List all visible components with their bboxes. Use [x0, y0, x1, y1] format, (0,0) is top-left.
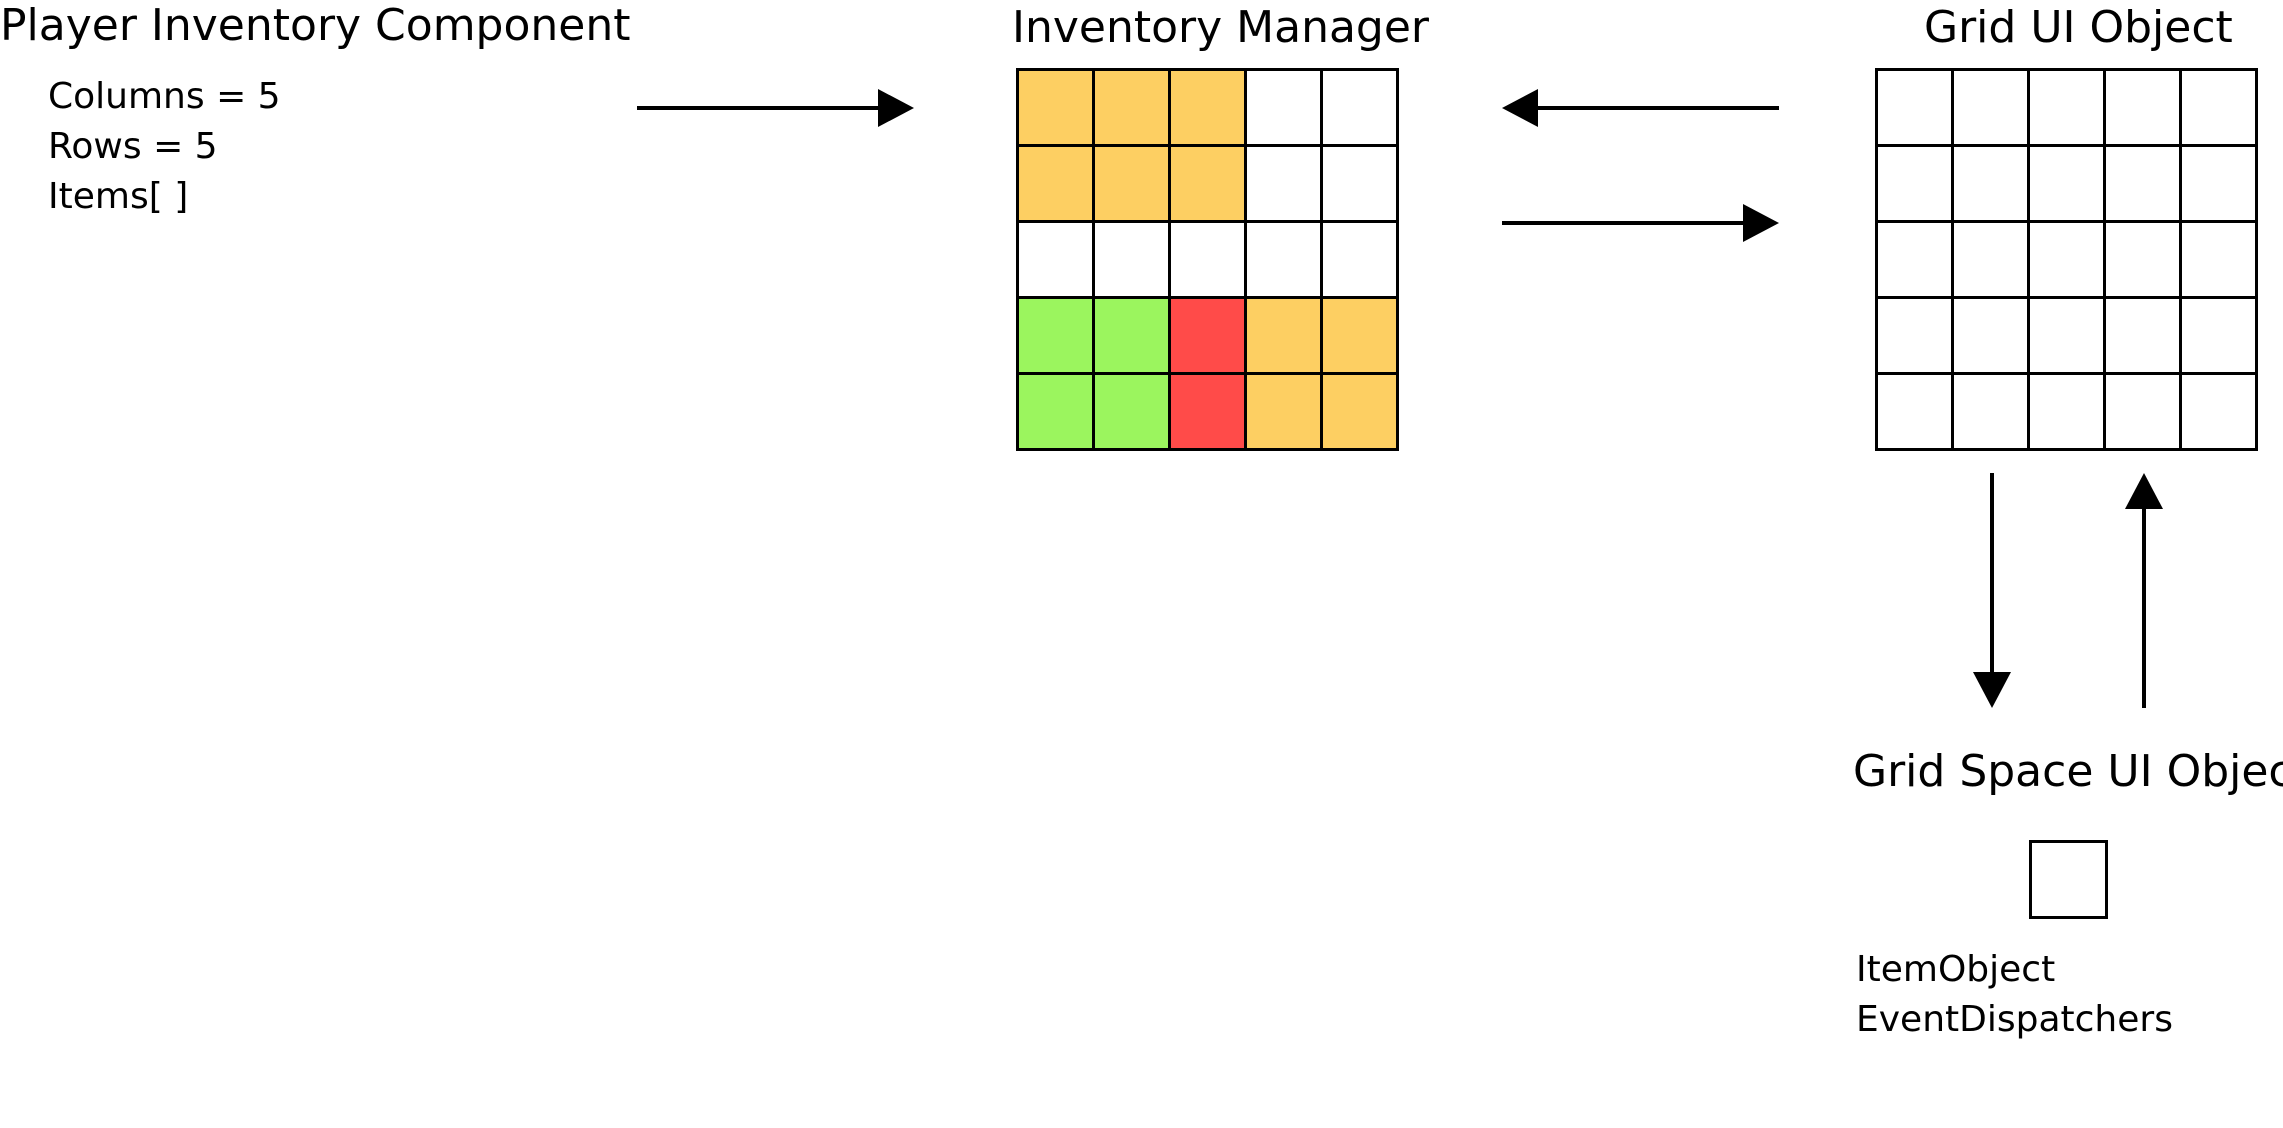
- grid-ui-slot-cell: [1954, 223, 2030, 299]
- inventory-slot-cell: [1095, 223, 1171, 299]
- grid-ui-slot-cell: [1878, 147, 1954, 223]
- inventory-slot-cell: [1019, 71, 1095, 147]
- inventory-slot-cell: [1095, 147, 1171, 223]
- grid-ui-slot-cell: [2030, 299, 2106, 375]
- inventory-slot-cell: [1095, 299, 1171, 375]
- inventory-slot-cell: [1323, 375, 1399, 451]
- inventory-slot-cell: [1323, 147, 1399, 223]
- grid-ui-slot-cell: [2106, 223, 2182, 299]
- inventory-slot-cell: [1019, 147, 1095, 223]
- arrow-player-to-manager: [637, 89, 914, 127]
- inventory-slot-cell: [1019, 223, 1095, 299]
- grid-ui-slot-cell: [2106, 375, 2182, 451]
- grid-ui-slot-cell: [1954, 375, 2030, 451]
- grid-ui-slot-cell: [2182, 71, 2258, 147]
- grid-ui-slot-cell: [2030, 223, 2106, 299]
- player-inventory-component-title: Player Inventory Component: [0, 0, 631, 51]
- arrow-grid-space-to-grid-ui: [2125, 473, 2163, 708]
- grid-ui-object-grid: [1875, 68, 2258, 451]
- grid-ui-slot-cell: [2182, 147, 2258, 223]
- inventory-slot-cell: [1171, 375, 1247, 451]
- grid-ui-slot-cell: [1954, 147, 2030, 223]
- inventory-slot-cell: [1247, 223, 1323, 299]
- columns-property: Columns = 5: [48, 76, 281, 117]
- inventory-slot-cell: [1323, 223, 1399, 299]
- grid-ui-slot-cell: [1954, 299, 2030, 375]
- inventory-slot-cell: [1247, 147, 1323, 223]
- item-object-property: ItemObject: [1856, 949, 2056, 990]
- inventory-manager-title: Inventory Manager: [1012, 2, 1430, 53]
- grid-ui-slot-cell: [2182, 299, 2258, 375]
- items-property: Items[ ]: [48, 176, 189, 217]
- arrow-grid-ui-to-grid-space: [1973, 473, 2011, 708]
- inventory-manager-grid: [1016, 68, 1399, 451]
- grid-ui-slot-cell: [1954, 71, 2030, 147]
- grid-space-cell: [2029, 840, 2108, 919]
- inventory-slot-cell: [1095, 375, 1171, 451]
- inventory-slot-cell: [1095, 71, 1171, 147]
- grid-ui-slot-cell: [1878, 299, 1954, 375]
- grid-ui-slot-cell: [1878, 375, 1954, 451]
- inventory-slot-cell: [1323, 299, 1399, 375]
- arrow-grid-ui-to-manager: [1502, 89, 1779, 127]
- grid-ui-slot-cell: [2106, 299, 2182, 375]
- grid-space-ui-object-title: Grid Space UI Object: [1853, 746, 2283, 797]
- inventory-slot-cell: [1171, 299, 1247, 375]
- inventory-slot-cell: [1247, 299, 1323, 375]
- grid-ui-slot-cell: [2030, 147, 2106, 223]
- event-dispatchers-property: EventDispatchers: [1856, 999, 2173, 1040]
- grid-ui-slot-cell: [1878, 71, 1954, 147]
- inventory-slot-cell: [1171, 147, 1247, 223]
- grid-ui-slot-cell: [2106, 147, 2182, 223]
- grid-ui-slot-cell: [2182, 223, 2258, 299]
- inventory-slot-cell: [1019, 375, 1095, 451]
- inventory-slot-cell: [1323, 71, 1399, 147]
- grid-ui-slot-cell: [2106, 71, 2182, 147]
- grid-ui-slot-cell: [1878, 223, 1954, 299]
- grid-ui-slot-cell: [2182, 375, 2258, 451]
- inventory-slot-cell: [1247, 375, 1323, 451]
- inventory-slot-cell: [1019, 299, 1095, 375]
- grid-ui-slot-cell: [2030, 71, 2106, 147]
- inventory-slot-cell: [1247, 71, 1323, 147]
- inventory-slot-cell: [1171, 71, 1247, 147]
- inventory-slot-cell: [1171, 223, 1247, 299]
- rows-property: Rows = 5: [48, 126, 218, 167]
- grid-ui-slot-cell: [2030, 375, 2106, 451]
- arrow-manager-to-grid-ui: [1502, 204, 1779, 242]
- grid-ui-object-title: Grid UI Object: [1924, 2, 2233, 53]
